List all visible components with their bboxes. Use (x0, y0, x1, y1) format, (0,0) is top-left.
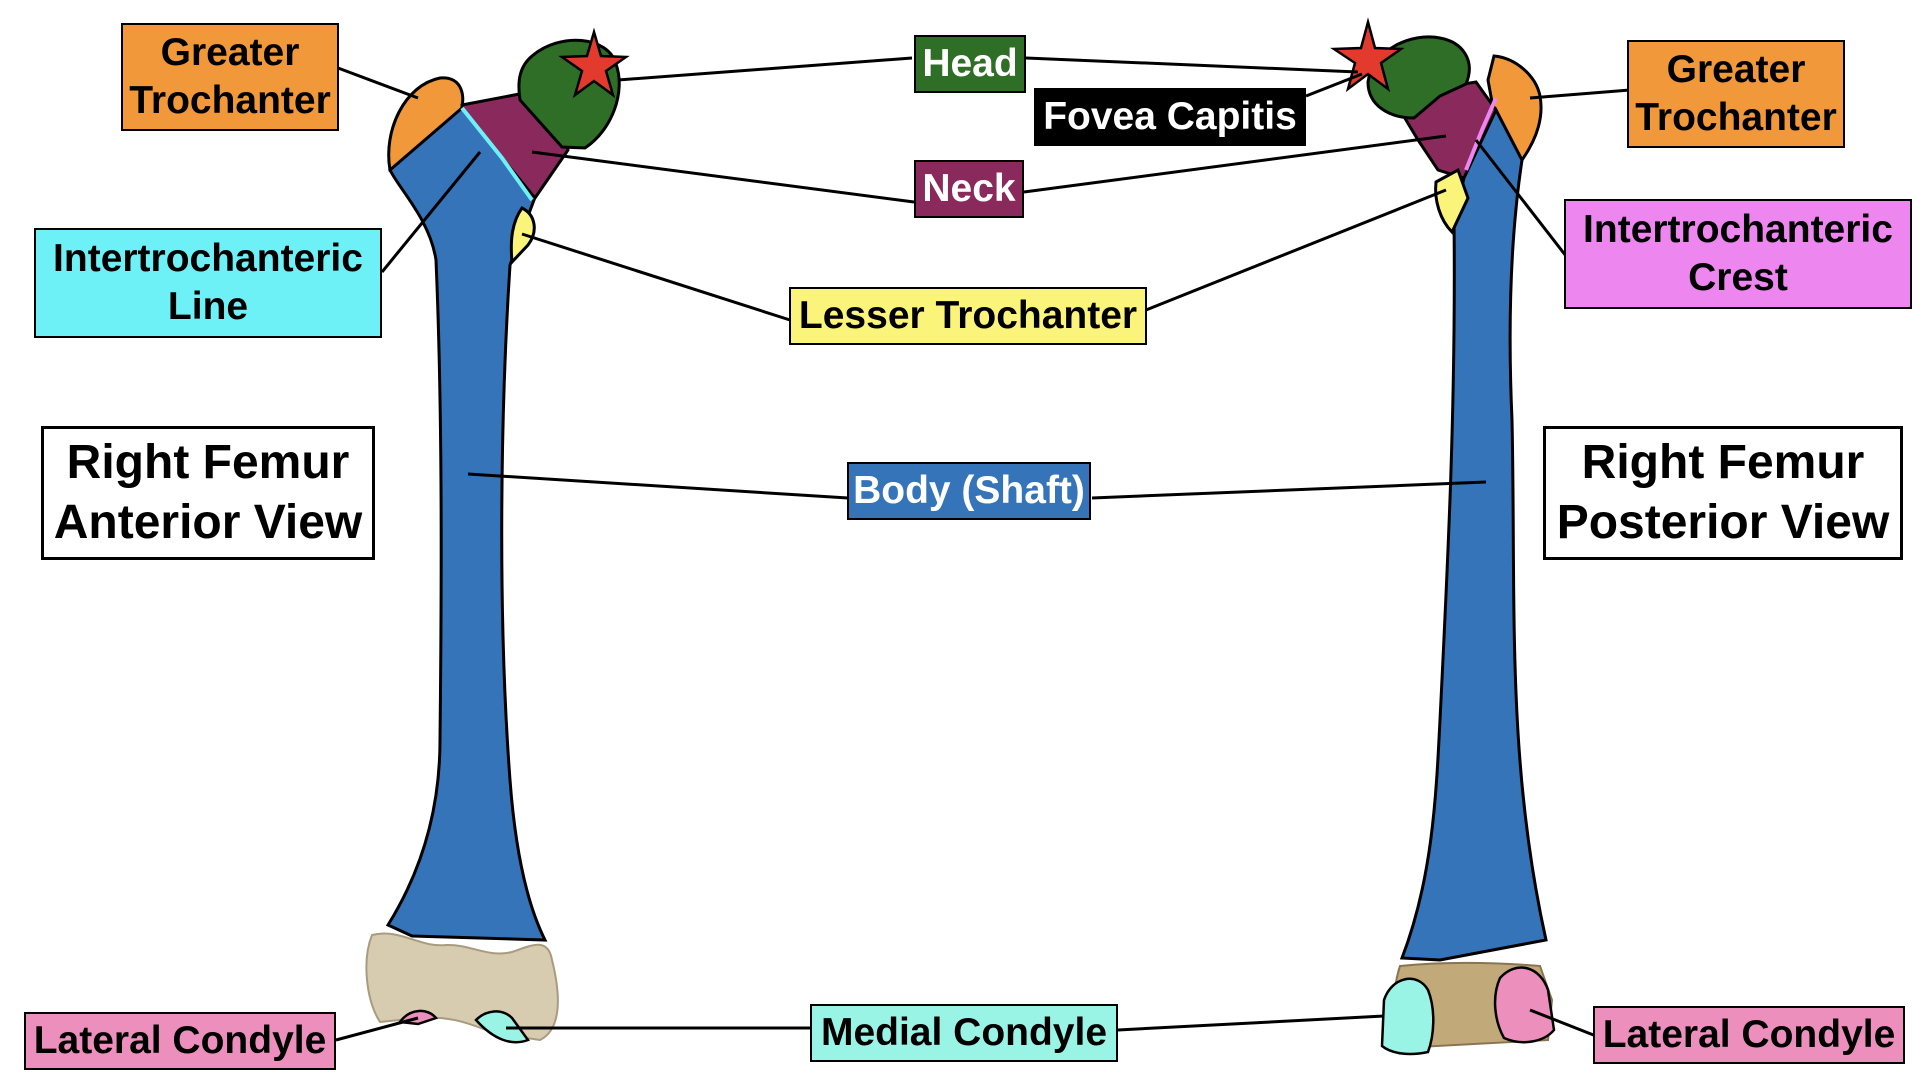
label-lateral-condyle-right-text: Lateral Condyle (1602, 1013, 1896, 1057)
label-greater-trochanter-right-line-2: Trochanter (1635, 96, 1837, 139)
posterior-title-line-1: Right Femur (1581, 436, 1865, 489)
leader-lateral-condyle-left (335, 1016, 419, 1042)
leader-greater-trochanter-right (1529, 88, 1631, 100)
label-intertrochanteric-crest: Intertrochanteric Crest (1564, 199, 1912, 309)
leader-lesser-trochanter-right (1145, 188, 1447, 312)
anterior-femur (365, 27, 630, 1044)
posterior-intertrochanteric-crest (1464, 97, 1498, 171)
leader-neck-right (1023, 134, 1447, 194)
anterior-title-line-1: Right Femur (66, 436, 350, 489)
label-intertrochanteric-line: Intertrochanteric Line (34, 228, 382, 338)
label-head-text: Head (922, 42, 1018, 86)
posterior-lateral-condyle (1493, 966, 1556, 1044)
leader-lines (335, 56, 1631, 1042)
label-greater-trochanter-right: Greater Trochanter (1627, 40, 1845, 148)
label-greater-trochanter-right-line-1: Greater (1666, 48, 1806, 92)
posterior-lesser-trochanter (1434, 167, 1470, 235)
label-intertrochanteric-crest-line-1: Intertrochanteric (1583, 208, 1893, 252)
label-medial-condyle: Medial Condyle (810, 1004, 1118, 1062)
label-intertrochanteric-line-line-1: Intertrochanteric (53, 237, 363, 281)
leader-head-left (617, 56, 913, 82)
posterior-femur (1330, 17, 1556, 1056)
posterior-body-shaft (1399, 106, 1548, 962)
label-intertrochanteric-crest-line-2: Crest (1688, 256, 1788, 299)
anterior-view-title: Right Femur Anterior View (41, 426, 375, 560)
posterior-head (1366, 35, 1471, 120)
leader-fovea-capitis (1305, 72, 1363, 98)
label-body-shaft: Body (Shaft) (847, 462, 1091, 520)
leader-medial-condyle-right (1117, 1014, 1385, 1032)
leader-neck-left (531, 150, 915, 204)
posterior-title-line-2: Posterior View (1556, 496, 1890, 549)
anterior-title-line-2: Anterior View (53, 496, 363, 549)
leader-lesser-trochanter-left (521, 232, 791, 322)
label-lateral-condyle-right: Lateral Condyle (1593, 1006, 1905, 1064)
leader-head-right (1025, 56, 1359, 74)
label-medial-condyle-text: Medial Condyle (820, 1011, 1108, 1055)
posterior-medial-condyle (1380, 977, 1435, 1056)
label-neck: Neck (914, 160, 1024, 218)
label-body-shaft-text: Body (Shaft) (853, 469, 1085, 513)
label-lesser-trochanter: Lesser Trochanter (789, 287, 1147, 345)
label-head: Head (914, 35, 1026, 93)
posterior-fovea-star-icon (1330, 17, 1405, 93)
leader-lateral-condyle-right (1529, 1008, 1597, 1038)
leader-body-left (467, 472, 849, 500)
label-lesser-trochanter-text: Lesser Trochanter (798, 294, 1138, 338)
label-greater-trochanter-left-line-2: Trochanter (129, 79, 331, 122)
leader-intertrochanteric-line (380, 151, 482, 273)
posterior-view-title: Right Femur Posterior View (1543, 426, 1903, 560)
label-fovea-capitis-text: Fovea Capitis (1043, 95, 1297, 139)
leader-intertrochanteric-crest (1474, 139, 1568, 257)
label-intertrochanteric-line-line-2: Line (167, 285, 249, 328)
label-lateral-condyle-left-text: Lateral Condyle (33, 1019, 327, 1063)
label-neck-text: Neck (922, 167, 1016, 211)
leader-greater-trochanter-left (337, 66, 419, 100)
anterior-fovea-star-icon (558, 27, 630, 99)
anterior-body-shaft (385, 105, 548, 942)
anterior-intertrochanteric-line (460, 106, 534, 202)
label-greater-trochanter-left-line-1: Greater (160, 31, 300, 75)
leader-body-right (1091, 480, 1487, 500)
label-fovea-capitis: Fovea Capitis (1034, 88, 1306, 146)
label-lateral-condyle-left: Lateral Condyle (24, 1012, 336, 1070)
label-greater-trochanter-left: Greater Trochanter (121, 23, 339, 131)
